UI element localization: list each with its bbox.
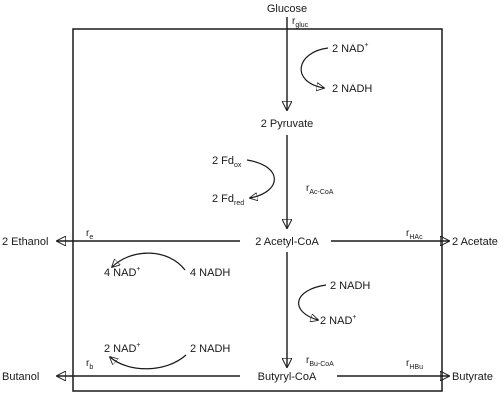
nad-plus-butanol: 2 NAD+ (104, 342, 141, 355)
butyryl-coa-label: Butyryl-CoA (258, 371, 317, 383)
butanol-label: Butanol (2, 371, 39, 383)
ethanol-label: 2 Ethanol (2, 236, 48, 248)
nad-reduction-curve-glycolysis (300, 47, 329, 88)
nadh-oxidation-curve-butanol (110, 354, 187, 370)
nadh-ethanol: 4 NADH (190, 267, 230, 279)
nad-plus-butyryl: 2 NAD+ (320, 314, 357, 327)
nad-plus-glycolysis: 2 NAD+ (332, 42, 369, 55)
rate-e: re (86, 228, 93, 241)
nadh-glycolysis: 2 NADH (332, 83, 372, 95)
rate-b: rb (86, 358, 93, 371)
rate-ac-coa: rAc-CoA (306, 183, 334, 196)
rate-gluc: rgluc (292, 16, 309, 29)
fd-ox-label: 2 Fdox (212, 155, 242, 169)
rate-bu-coa: rBu-CoA (306, 355, 334, 368)
rate-hbu: rHBu (406, 358, 423, 371)
acetate-label: 2 Acetate (452, 236, 498, 248)
glucose-label: Glucose (267, 3, 307, 15)
nadh-butyryl: 2 NADH (330, 280, 370, 292)
nadh-butanol: 2 NADH (190, 343, 230, 355)
nad-plus-ethanol: 4 NAD+ (104, 266, 141, 279)
nadh-oxidation-curve-ethanol (112, 252, 186, 271)
butyrate-label: Butyrate (452, 371, 493, 383)
pyruvate-label: 2 Pyruvate (261, 118, 314, 130)
cell-boundary (72, 28, 443, 392)
fd-red-label: 2 Fdred (212, 193, 244, 207)
fd-reduction-curve (246, 159, 275, 198)
nadh-oxidation-curve-butyryl (298, 284, 327, 320)
rate-hac: rHAc (406, 228, 423, 241)
acetyl-coa-label: 2 Acetyl-CoA (255, 236, 319, 248)
